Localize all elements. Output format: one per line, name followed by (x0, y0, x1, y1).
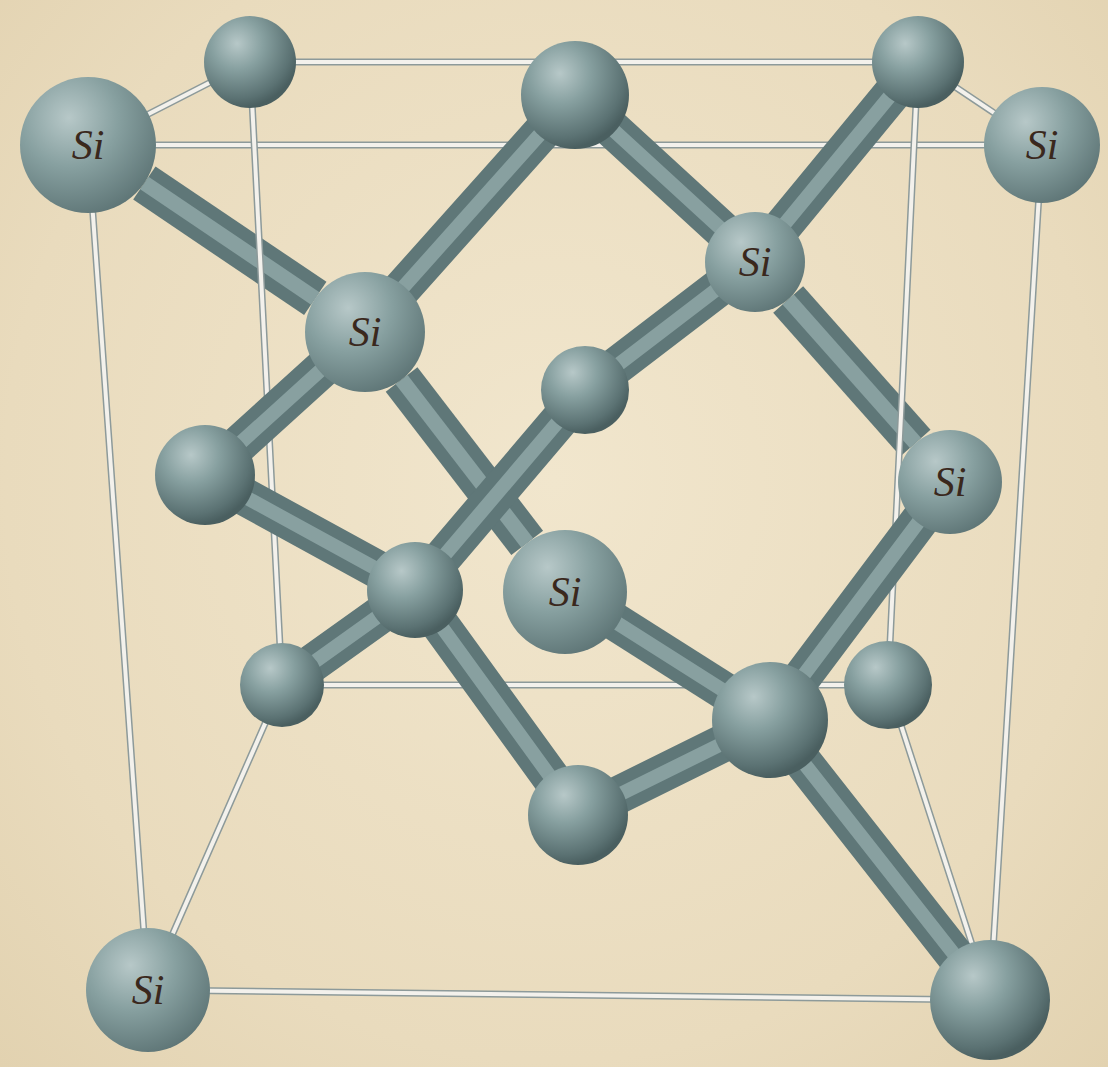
silicon-atom: Si (86, 928, 210, 1052)
element-label: Si (349, 311, 382, 353)
bond-stroke (144, 183, 315, 298)
bond-cylinder (144, 183, 315, 298)
silicon-atom: Si (503, 530, 627, 654)
bond-cylinder (788, 299, 915, 443)
bond-stroke (144, 183, 315, 298)
element-label: Si (739, 241, 772, 283)
element-label: Si (132, 969, 165, 1011)
cube-edge-stroke (93, 213, 144, 928)
element-label: Si (72, 124, 105, 166)
silicon-atoms (155, 16, 1050, 1060)
bond-stroke (788, 299, 915, 443)
element-label: Si (549, 571, 582, 613)
element-label: Si (1026, 124, 1059, 166)
silicon-atom: Si (305, 272, 425, 392)
silicon-atom: Si (984, 87, 1100, 203)
bond-cylinders (205, 62, 990, 1000)
cube-edge-stroke (93, 213, 144, 928)
element-label: Si (934, 461, 967, 503)
silicon-atom: Si (20, 77, 156, 213)
cube-edge (93, 213, 144, 928)
silicon-atom: Si (705, 212, 805, 312)
bond-stroke (788, 299, 915, 443)
cube-frame (88, 62, 1042, 1000)
silicon-atom: Si (898, 430, 1002, 534)
